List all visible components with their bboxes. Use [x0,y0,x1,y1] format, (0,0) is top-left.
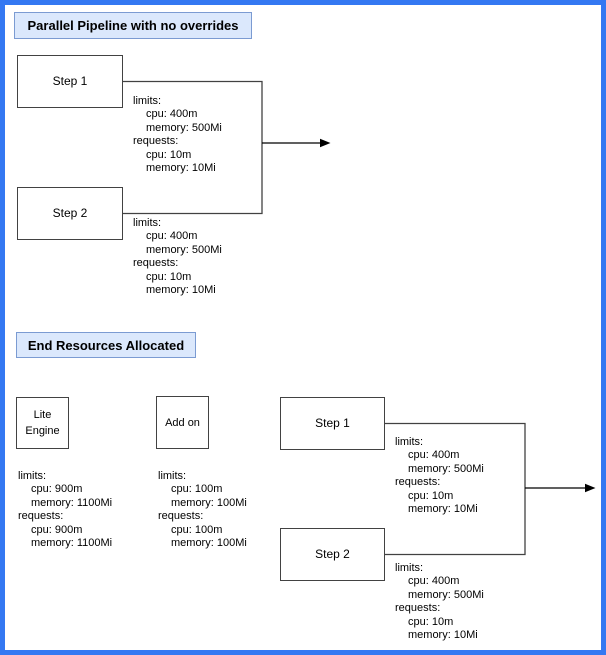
section2-arrow-right-icon [525,483,596,493]
resource-line: cpu: 10m [408,615,454,628]
resource-line: memory: 500Mi [408,588,484,601]
resource-line: limits: [395,436,424,448]
resource-line: memory: 10Mi [408,629,478,642]
lite-engine-box: Lite Engine [16,397,69,449]
add-on-box: Add on [156,396,209,449]
section2-step1-label: Step 1 [315,416,350,430]
section2-title-label: End Resources Allocated [27,337,185,353]
section1-connector [123,80,263,215]
section2-step2-box: Step 2 [280,528,385,581]
section1-step1-resources: limits: cpu: 400m memory: 500Mi requests… [133,95,222,175]
section2-step1-resources: limits: cpu: 400m memory: 500Mi requests… [395,436,484,516]
lite-engine-label-line2: Engine [25,425,60,437]
section1-step2-label: Step 2 [52,206,88,220]
resource-line: requests: [158,510,204,523]
resource-line: memory: 10Mi [146,284,216,297]
section1-step2-box: Step 2 [17,187,123,240]
section2-step1-box: Step 1 [280,397,385,450]
resource-line: limits: [133,217,162,229]
lite-engine-resources: limits: cpu: 900m memory: 1100Mi request… [18,470,112,550]
section2-title: End Resources Allocated [16,332,196,358]
section1-arrow-right-icon [262,138,331,148]
resource-line: cpu: 10m [146,270,192,283]
resource-line: memory: 500Mi [146,121,222,134]
resource-line: limits: [18,470,47,482]
resource-line: limits: [395,562,424,574]
add-on-resources: limits: cpu: 100m memory: 100Mi requests… [158,470,247,550]
section1-step1-label: Step 1 [52,74,88,88]
resource-line: limits: [133,95,162,107]
resource-line: cpu: 100m [171,523,223,536]
resource-line: memory: 500Mi [408,462,484,475]
section1-step1-box: Step 1 [17,55,123,108]
resource-line: cpu: 400m [408,575,460,588]
resource-line: cpu: 10m [408,489,454,502]
resource-line: requests: [395,476,441,489]
section2-step2-label: Step 2 [315,547,350,561]
resource-line: limits: [158,470,187,482]
resource-line: requests: [18,510,64,523]
section1-title: Parallel Pipeline with no overrides [14,12,252,39]
resource-line: cpu: 400m [408,449,460,462]
section2-step2-resources: limits: cpu: 400m memory: 500Mi requests… [395,562,484,642]
resource-line: cpu: 400m [146,230,198,243]
resource-line: cpu: 900m [31,483,83,496]
lite-engine-label-line1: Lite [33,409,52,421]
resource-line: requests: [395,602,441,615]
resource-line: memory: 1100Mi [31,496,113,509]
resource-line: requests: [133,257,179,270]
add-on-label: Add on [165,416,200,429]
resource-line: memory: 100Mi [171,496,247,509]
section1-title-label: Parallel Pipeline with no overrides [27,18,239,33]
resource-line: cpu: 900m [31,523,83,536]
resource-line: memory: 100Mi [171,537,247,550]
section1-step2-resources: limits: cpu: 400m memory: 500Mi requests… [133,217,222,297]
resource-line: memory: 500Mi [146,243,222,256]
resource-line: cpu: 400m [146,108,198,121]
resource-line: memory: 10Mi [146,162,216,175]
resource-line: memory: 1100Mi [31,537,113,550]
resource-line: memory: 10Mi [408,503,478,516]
resource-line: cpu: 10m [146,148,192,161]
section2-connector [385,422,526,556]
resource-line: cpu: 100m [171,483,223,496]
resource-line: requests: [133,135,179,148]
connector-layer [123,80,596,556]
